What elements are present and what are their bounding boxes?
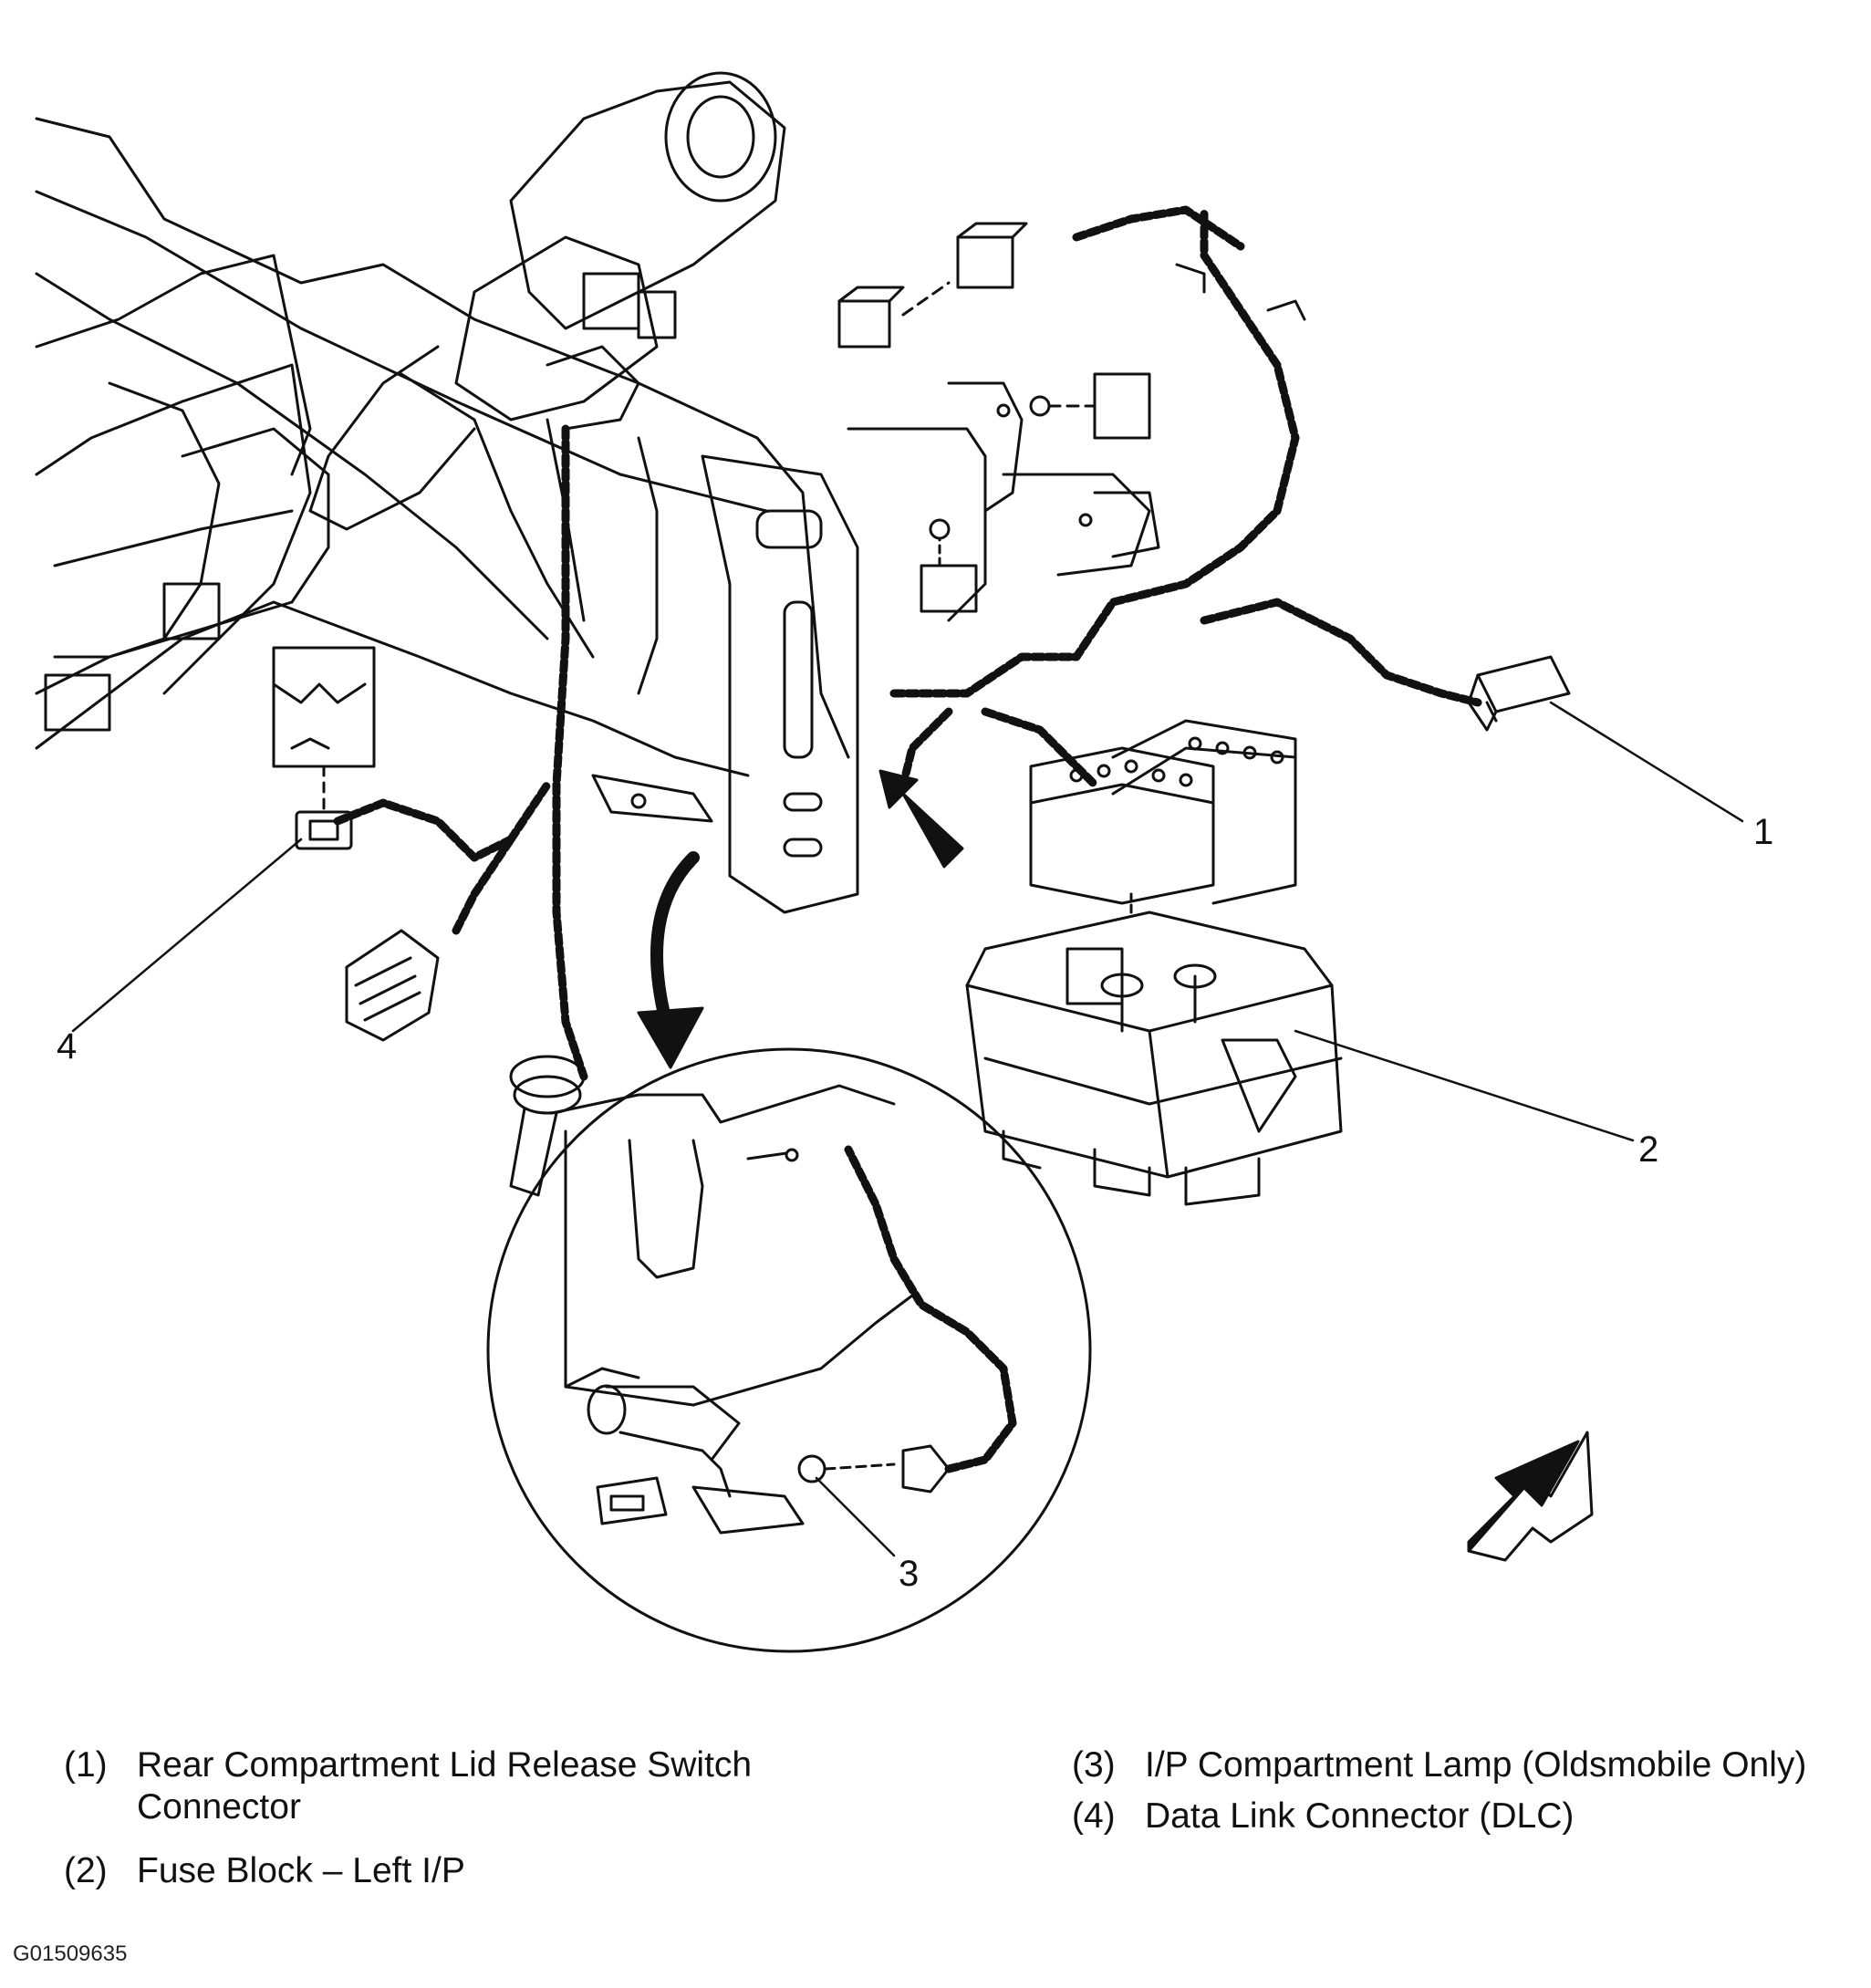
forward-direction-arrow — [1467, 1431, 1594, 1562]
mounting-bracket — [591, 381, 1160, 914]
leader-line-3 — [815, 1476, 896, 1557]
harness-connector-lower — [345, 929, 440, 1042]
callout-number-2: 2 — [1638, 1129, 1658, 1170]
ip-carrier-structure — [35, 117, 850, 777]
callout-number-4: 4 — [57, 1026, 77, 1067]
legend-number: (4) — [1072, 1796, 1116, 1836]
leader-line-1 — [1549, 701, 1744, 823]
wiring-illustration: 1 2 3 4 — [35, 71, 1773, 1653]
steering-column — [308, 71, 786, 531]
legend-item-1: (1) Rear Compartment Lid Release Switch … — [64, 1744, 752, 1828]
location-arrow — [878, 769, 964, 869]
data-link-connector — [295, 765, 353, 850]
legend: (1) Rear Compartment Lid Release Switch … — [0, 1733, 1871, 1934]
legend-label: I/P Compartment Lamp (Oldsmobile Only) — [1145, 1745, 1807, 1785]
leader-lines — [71, 701, 1744, 1557]
fuse-block — [965, 719, 1343, 1206]
legend-number: (1) — [64, 1745, 108, 1785]
leader-line-2 — [1294, 1029, 1635, 1142]
legend-number: (2) — [64, 1851, 108, 1890]
leader-line-4 — [71, 838, 303, 1033]
callout-number-3: 3 — [899, 1554, 919, 1594]
legend-item-4: (4) Data Link Connector (DLC) — [1072, 1795, 1574, 1837]
legend-item-2: (2) Fuse Block – Left I/P — [64, 1850, 465, 1892]
legend-label: Fuse Block – Left I/P — [137, 1851, 465, 1890]
legend-label: Data Link Connector (DLC) — [1145, 1796, 1575, 1836]
rear-lid-switch-connector — [1467, 655, 1571, 732]
detail-circle — [486, 1047, 1092, 1653]
callout-number-1: 1 — [1753, 812, 1773, 852]
legend-item-3: (3) I/P Compartment Lamp (Oldsmobile Onl… — [1072, 1744, 1806, 1786]
grommet — [509, 1055, 586, 1197]
detail-view-arrow — [637, 851, 704, 1069]
legend-label: Rear Compartment Lid Release Switch Conn… — [137, 1745, 753, 1827]
wire-harness — [333, 205, 1482, 1081]
figure-id: G01509635 — [13, 1941, 128, 1966]
harness-connectors — [837, 222, 1306, 613]
legend-number: (3) — [1072, 1745, 1116, 1785]
